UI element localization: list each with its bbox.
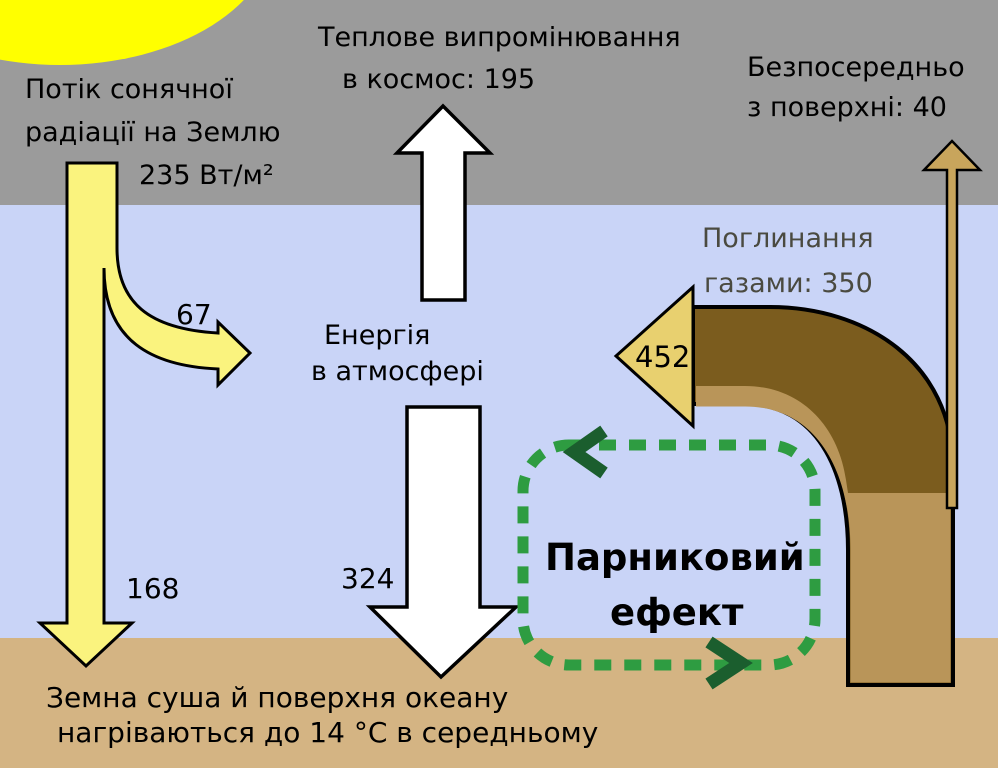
loop-arrow-left-icon xyxy=(562,425,608,479)
absorption-label-line1: Поглинання xyxy=(702,223,874,254)
greenhouse-label-line2: ефект xyxy=(610,591,744,634)
direct-surface-label-line2: з поверхні: 40 xyxy=(747,92,947,123)
greenhouse-label-line1: Парниковий xyxy=(545,536,805,579)
thermal-space-label-line2: в космос: 195 xyxy=(342,64,536,95)
ground-band xyxy=(0,638,998,768)
solar-flux-label-line2: радіації на Землю xyxy=(25,117,281,148)
value-452: 452 xyxy=(635,340,691,374)
absorption-label-line2: газами: 350 xyxy=(704,268,873,299)
direct-from-surface-arrow xyxy=(921,139,983,510)
back-radiation-down-arrow xyxy=(365,405,521,680)
atmosphere-energy-label-line1: Енергія xyxy=(324,320,431,351)
atmosphere-energy-label-line2: в атмосфері xyxy=(311,356,484,387)
greenhouse-loop-dashed xyxy=(517,439,821,671)
value-168: 168 xyxy=(126,572,180,605)
value-67: 67 xyxy=(176,298,212,331)
surface-ir-arrow-inner xyxy=(696,386,951,683)
direct-surface-label-line1: Безпосередньо xyxy=(747,52,965,83)
solar-radiation-arrow xyxy=(36,161,253,669)
value-324: 324 xyxy=(341,562,395,595)
surface-label-line1: Земна суша й поверхня океану xyxy=(46,681,509,714)
ir-arrowhead-452 xyxy=(613,283,695,430)
solar-flux-value: 235 Вт/м² xyxy=(139,160,274,191)
thermal-up-arrow xyxy=(392,103,495,302)
thermal-space-label-line1: Теплове випромінювання xyxy=(318,22,681,53)
surface-label-line2: нагріваються до 14 °C в середньому xyxy=(57,716,599,749)
sun-icon xyxy=(0,0,244,65)
solar-flux-label-line1: Потік сонячної xyxy=(25,74,233,105)
loop-arrow-right-icon xyxy=(705,636,753,690)
